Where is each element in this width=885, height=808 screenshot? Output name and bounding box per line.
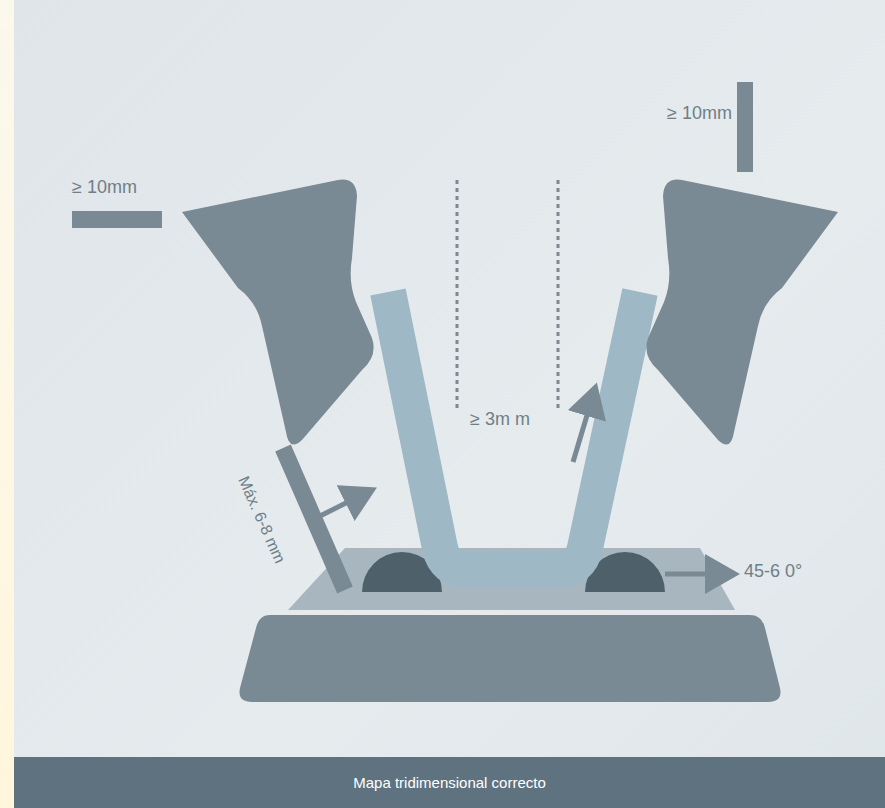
dimension-label: ≥ 3m m (470, 410, 530, 430)
dimension-label: ≥ 10mm (72, 178, 137, 198)
dimension-label-rotated: Máx. 6-8 mm (235, 474, 289, 566)
dimension-label: ≥ 10mm (667, 104, 732, 124)
edge-strip (0, 0, 14, 808)
caption: Mapa tridimensional correcto (353, 774, 546, 791)
dimension-label: 45-6 0° (744, 562, 802, 582)
